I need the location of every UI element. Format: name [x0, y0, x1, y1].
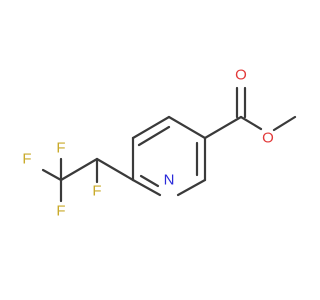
bond-c6-chf [95, 157, 135, 182]
bond-c3-c4 [167, 115, 207, 140]
bonds [41, 86, 297, 203]
bond-c4-ccarbonyl [203, 115, 243, 140]
atom-labels: N O O F F F F [22, 67, 273, 220]
bond-n-c6-inner [139, 174, 160, 188]
atom-f3: F [56, 203, 65, 220]
atom-o-ester: O [262, 130, 274, 147]
atom-f4: F [92, 183, 101, 200]
bond-c2-c3-inner [137, 125, 171, 147]
atom-f1: F [22, 151, 31, 168]
bond-cf3-f1 [41, 168, 63, 182]
atom-o-carbonyl: O [235, 67, 247, 84]
atom-n: N [164, 172, 175, 189]
bond-n-c6 [131, 178, 162, 197]
bond-chf-cf3 [59, 157, 99, 182]
bond-oester-methyl [272, 115, 297, 132]
bond-c5-n [176, 178, 207, 197]
bond-c2-c3 [131, 115, 171, 140]
bond-ccarbonyl-oester [239, 115, 263, 131]
atom-f2: F [56, 140, 65, 157]
chemical-structure: N O O F F F F [22, 67, 297, 220]
